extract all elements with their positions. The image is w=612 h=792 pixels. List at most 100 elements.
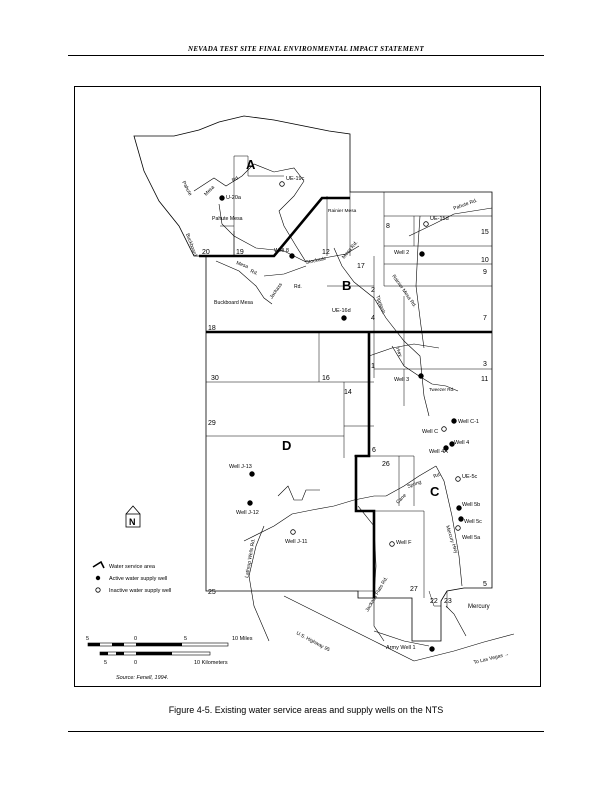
- service-area-d: D: [282, 438, 291, 453]
- road-label: Rd.: [249, 268, 259, 277]
- active-well-marker: [443, 445, 449, 451]
- area-number: 18: [208, 325, 216, 332]
- scale-tick-label: 10 Kilometers: [194, 660, 228, 666]
- well-label: UE-16d: [332, 308, 351, 314]
- well-label: Well J-12: [236, 510, 259, 516]
- rainier-mesa-label: Rainier Mesa: [328, 208, 357, 214]
- area-number: 17: [357, 263, 365, 270]
- nts-water-map: A B C D 20 19 12 17 18 30 16 29 25 26 27…: [86, 115, 515, 681]
- scale-tick-label: 5: [86, 636, 89, 642]
- area-number: 30: [211, 375, 219, 382]
- active-well-marker: [419, 251, 425, 257]
- legend: Water service area Active water supply w…: [92, 560, 171, 594]
- road-label: Mesa: [203, 184, 216, 197]
- header-rule: [68, 55, 544, 56]
- active-well-marker: [456, 505, 462, 511]
- nts-boundary: [133, 115, 493, 642]
- mercury-label: Mercury: [468, 604, 490, 610]
- pahute-mesa-label: Pahute Mesa: [212, 216, 243, 222]
- area-number: 25: [208, 589, 216, 596]
- area-number: 7: [483, 315, 487, 322]
- well-label: Well F: [396, 540, 412, 546]
- well-label: Well 4A: [429, 449, 448, 455]
- area-number: 3: [483, 361, 487, 368]
- area-number: 1: [371, 363, 375, 370]
- inactive-well-marker: [423, 221, 429, 227]
- place-labels: Pahute Mesa Rainier Mesa Buckboard Mesa …: [212, 208, 490, 610]
- area-number: 22: [430, 598, 438, 605]
- road-label: Rd.: [433, 472, 442, 480]
- footer-rule: [68, 731, 544, 732]
- road-label: Lathrop Wells Rd.: [244, 538, 257, 578]
- service-area-letters: A B C D: [246, 157, 440, 499]
- area-number: 19: [236, 249, 244, 256]
- service-area-a: A: [246, 157, 256, 172]
- road-label: Pahute Rd.: [453, 198, 479, 212]
- area-number: 15: [481, 229, 489, 236]
- well-label: Well C-1: [458, 419, 479, 425]
- road-label: To Las Vegas →: [473, 651, 510, 666]
- well-label: Well 5a: [462, 535, 481, 541]
- scale-tick-label: 0: [134, 660, 137, 666]
- road-label: Jackass: [269, 282, 285, 301]
- area-number: 10: [481, 257, 489, 264]
- buckboard-mesa-label: Buckboard Mesa: [214, 300, 253, 306]
- inactive-well-marker: [455, 525, 461, 531]
- active-well-marker: [247, 500, 253, 506]
- inactive-well-marker: [290, 529, 296, 535]
- road-label: Cane: [395, 493, 408, 506]
- area-number: 27: [410, 586, 418, 593]
- well-label: UE-19c: [286, 176, 305, 182]
- legend-inactive-label: Inactive water supply well: [109, 588, 171, 594]
- well-label: Well 4: [454, 440, 469, 446]
- scale-tick-label: 5: [104, 660, 107, 666]
- area-number: 23: [444, 598, 452, 605]
- road-label: Tweezer Rd.: [429, 387, 454, 392]
- road-label: Stockade: [305, 256, 327, 266]
- well-label: Well 3: [394, 377, 409, 383]
- page-header-title: NEVADA TEST SITE FINAL ENVIRONMENTAL IMP…: [187, 45, 425, 53]
- source-note: Source: Fenell, 1994.: [116, 675, 168, 681]
- inactive-well-marker: [389, 541, 395, 547]
- area-number: 9: [483, 269, 487, 276]
- scale-tick-label: 10 Miles: [232, 636, 253, 642]
- well-label: Well 5c: [464, 519, 482, 525]
- scale-tick-label: 0: [134, 636, 137, 642]
- road-label: Mesa: [235, 260, 249, 270]
- area-number: 20: [202, 249, 210, 256]
- legend-service-area-label: Water service area: [109, 564, 156, 570]
- active-well-marker: [341, 315, 347, 321]
- area-number: 16: [322, 375, 330, 382]
- active-well-marker: [451, 418, 457, 424]
- road-label: Pahute: [180, 180, 193, 197]
- service-area-boundaries: [199, 196, 492, 598]
- road-label: Rd.: [231, 175, 241, 184]
- area-number: 4: [371, 315, 375, 322]
- road-label: Jackass Flats Rd.: [365, 576, 390, 613]
- legend-inactive-marker: [95, 587, 101, 593]
- scale-bar: 5 0 5 10 Miles 5 0 10 Kilometers Source:…: [86, 636, 253, 681]
- area-number: 5: [483, 581, 487, 588]
- area-number: 26: [382, 461, 390, 468]
- area-number: 14: [344, 389, 352, 396]
- well-label: UE-15d: [430, 216, 449, 222]
- north-label: N: [129, 517, 136, 527]
- active-well-marker: [418, 373, 424, 379]
- road-label: Spring: [407, 479, 423, 490]
- active-well-marker: [249, 471, 255, 477]
- legend-active-label: Active water supply well: [109, 576, 167, 582]
- area-number: 12: [322, 249, 330, 256]
- well-label: Army Well 1: [386, 645, 416, 651]
- active-well-marker: [458, 516, 464, 522]
- active-well-marker: [219, 195, 225, 201]
- area-number: 2: [371, 287, 375, 294]
- roads: [193, 163, 515, 662]
- well-label: Well J-11: [285, 539, 307, 545]
- road-label: U.S. Highway 95: [295, 630, 331, 653]
- service-area-b: B: [342, 278, 351, 293]
- area-number: 29: [208, 420, 216, 427]
- area-number: 11: [481, 376, 488, 383]
- inactive-well-marker: [441, 426, 447, 432]
- well-label: UE-5c: [462, 474, 478, 480]
